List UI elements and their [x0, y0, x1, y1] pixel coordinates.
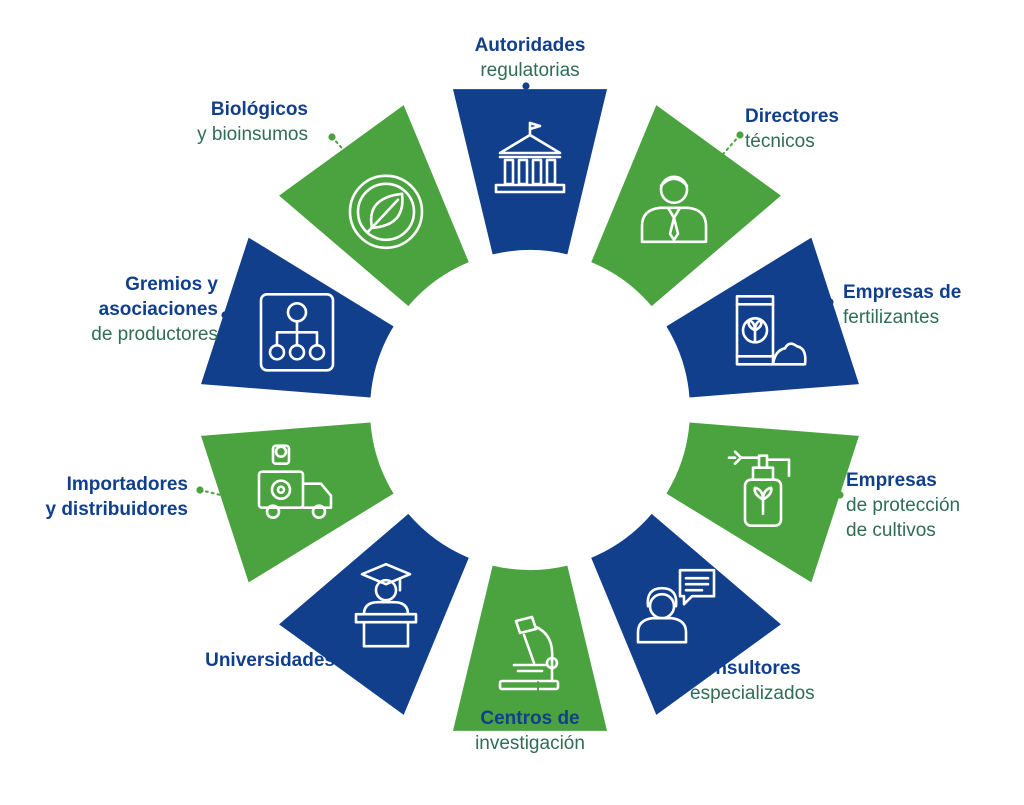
segment-importadores — [201, 422, 394, 583]
label-gremios: Gremios y asociaciones de productores — [91, 274, 218, 345]
label-universidades: Universidades — [205, 650, 335, 671]
leader-dot-biologicos — [328, 133, 336, 141]
label-autoridades: Autoridades regulatorias — [474, 35, 586, 81]
leader-dot-directores — [736, 131, 744, 139]
segment-autoridades — [452, 89, 608, 255]
segment-gremios — [201, 237, 394, 398]
leader-line-proteccion — [802, 486, 841, 496]
leader-dot-universidades — [346, 638, 354, 646]
leader-line-importadores — [199, 489, 258, 505]
leader-dot-fertilizantes — [826, 298, 834, 306]
segment-consultores — [591, 513, 781, 715]
organization-chart-icon — [259, 292, 335, 372]
government-building-icon — [494, 121, 566, 194]
leader-dot-autoridades — [522, 82, 530, 90]
leader-dot-consultores — [706, 646, 714, 654]
label-proteccion: Empresas de protección de cultivos — [846, 470, 961, 541]
fertilizer-bag-icon — [735, 294, 807, 366]
leader-dot-importadores — [196, 486, 204, 494]
leader-line-biologicos — [331, 136, 358, 166]
leader-dot-centros — [534, 698, 542, 706]
leader-line-gremios — [224, 314, 253, 319]
leaf-badge-icon — [348, 174, 424, 250]
leader-line-directores — [714, 134, 741, 164]
graduate-podium-icon — [354, 562, 418, 648]
label-consultores: Consultores especializados — [690, 658, 815, 704]
segment-directores — [591, 105, 781, 307]
label-directores: Directores técnicos — [745, 106, 839, 152]
sprayer-icon — [727, 450, 791, 528]
leader-line-universidades — [349, 622, 363, 643]
label-fertilizantes: Empresas de fertilizantes — [843, 282, 962, 328]
consultant-chat-icon — [636, 568, 716, 644]
leader-dot-proteccion — [836, 491, 844, 499]
microscope-icon — [498, 615, 560, 691]
leader-line-fertilizantes — [789, 301, 831, 313]
delivery-truck-icon — [257, 444, 333, 520]
leader-dot-gremios — [221, 311, 229, 319]
leader-line-consultores — [689, 626, 711, 651]
segment-fertilizantes — [666, 237, 859, 398]
label-biologicos: Biológicos y bioinsumos — [197, 99, 308, 145]
label-importadores: Importadores y distribuidores — [45, 474, 188, 520]
professional-person-icon — [640, 175, 708, 244]
label-centros: Centros de investigación — [475, 708, 585, 754]
